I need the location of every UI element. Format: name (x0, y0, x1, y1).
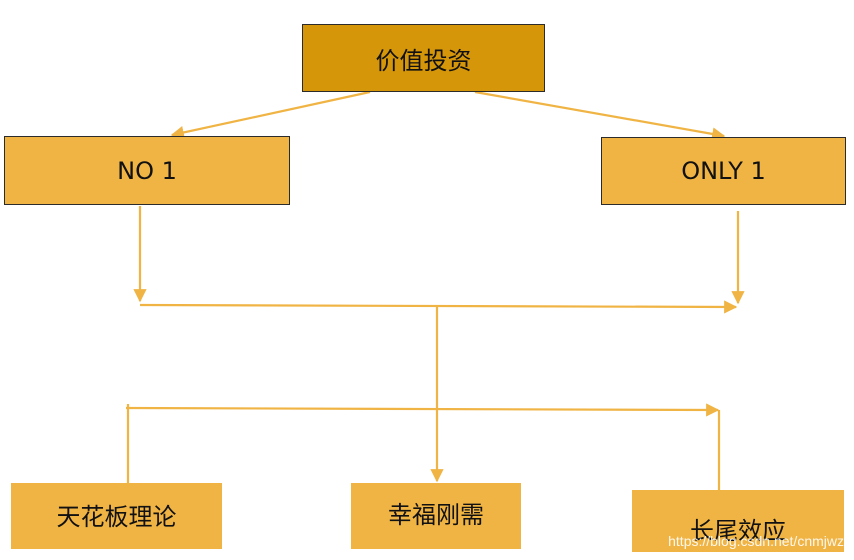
leaf-node-long-tail: 长尾效应 (632, 490, 844, 552)
root-node: 价值投资 (302, 24, 545, 92)
no1-node: NO 1 (4, 136, 290, 205)
root-node-label: 价值投资 (375, 46, 472, 75)
no1-node-label: NO 1 (117, 156, 177, 185)
arrow-root-to-no1 (170, 90, 371, 139)
leaf-node-ceiling-theory-label: 天花板理论 (56, 502, 177, 531)
only1-node: ONLY 1 (601, 137, 846, 205)
split-line (125, 403, 720, 417)
leaf-node-long-tail-label: 长尾效应 (690, 516, 786, 545)
arrow-root-to-only1 (474, 90, 726, 141)
only1-node-label: ONLY 1 (681, 157, 766, 185)
watermark: https://blog.csdn.net/cnmjwz (668, 533, 844, 549)
leaf-node-happiness-need: 幸福刚需 (351, 483, 521, 549)
leaf-node-ceiling-theory: 天花板理论 (11, 483, 222, 549)
leaf-node-happiness-need-label: 幸福刚需 (388, 500, 484, 529)
